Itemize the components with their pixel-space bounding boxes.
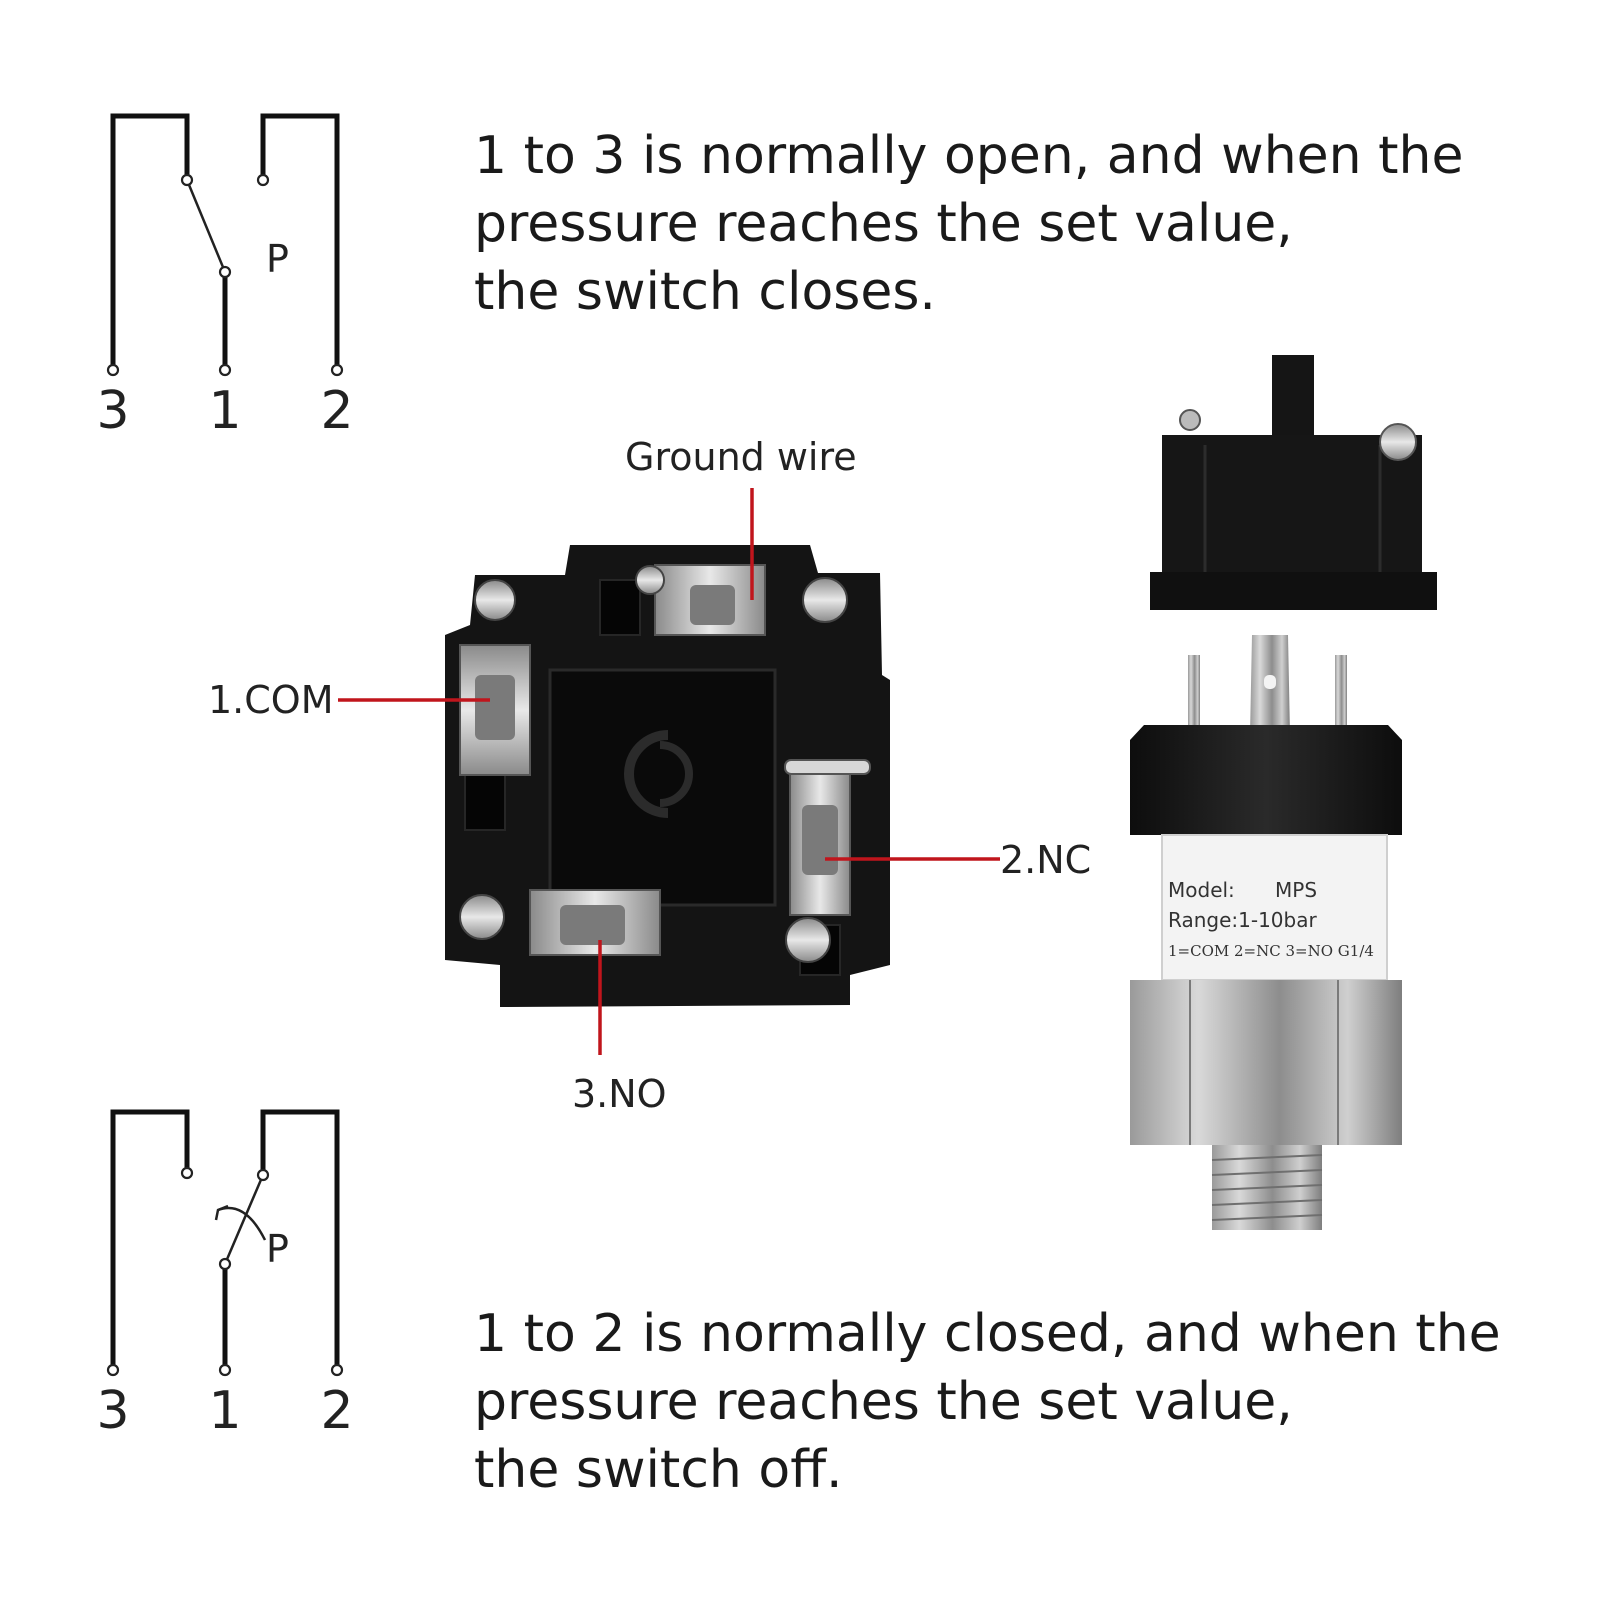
connector-plug-photo bbox=[1150, 355, 1437, 610]
callout-nc: 2.NC bbox=[1000, 838, 1092, 882]
plug-screw bbox=[1379, 423, 1417, 461]
pin-label-1: 1 bbox=[208, 1381, 241, 1440]
pressure-label: P bbox=[266, 237, 289, 281]
sensor-label-band bbox=[1161, 834, 1388, 981]
wire-pin3 bbox=[110, 1109, 190, 1366]
callout-com: 1.COM bbox=[208, 678, 334, 722]
description-line: the switch closes. bbox=[474, 262, 936, 322]
com-terminal bbox=[459, 579, 531, 776]
terminal-node bbox=[218, 363, 232, 377]
housing-slot bbox=[599, 579, 641, 636]
sensor-cap bbox=[1130, 725, 1402, 835]
contact-node bbox=[218, 265, 232, 279]
switch-contact-closed bbox=[223, 1174, 265, 1265]
pin-label-2: 2 bbox=[320, 1381, 353, 1440]
description-line: 1 to 2 is normally closed, and when the bbox=[474, 1304, 1501, 1364]
center-socket bbox=[624, 730, 669, 818]
callout-no: 3.NO bbox=[572, 1072, 667, 1116]
sensor-hex-body bbox=[1130, 980, 1402, 1145]
terminal-node bbox=[106, 1363, 120, 1377]
description-line: pressure reaches the set value, bbox=[474, 194, 1293, 254]
pin-label-3: 3 bbox=[96, 1381, 129, 1440]
terminal-node bbox=[330, 1363, 344, 1377]
plug-screw-post bbox=[1272, 355, 1314, 435]
actuation-arrow bbox=[214, 1204, 229, 1221]
pin-label-1: 1 bbox=[208, 381, 241, 440]
ground-terminal bbox=[635, 564, 848, 636]
terminal-block-photo bbox=[440, 545, 920, 1025]
label-model-key: Model: bbox=[1168, 878, 1235, 902]
pin-label-2: 2 bbox=[320, 381, 353, 440]
description-line: the switch off. bbox=[474, 1440, 843, 1500]
contact-node bbox=[256, 173, 270, 187]
pressure-label: P bbox=[266, 1227, 289, 1271]
label-range: Range:1-10bar bbox=[1168, 908, 1317, 932]
spade-pin bbox=[1188, 655, 1200, 740]
contact-node bbox=[180, 1166, 194, 1180]
label-pinout: 1=COM 2=NC 3=NO G1/4 bbox=[1168, 942, 1374, 960]
wire-pin3 bbox=[110, 113, 190, 366]
description-normally-closed: 1 to 2 is normally closed, and when the … bbox=[474, 1300, 1501, 1504]
spade-pin-hole bbox=[1264, 675, 1276, 689]
housing-recess bbox=[548, 668, 777, 907]
contact-node bbox=[218, 1257, 232, 1271]
callout-ground-wire: Ground wire bbox=[625, 435, 857, 479]
description-line: 1 to 3 is normally open, and when the bbox=[474, 126, 1464, 186]
switch-contact-open bbox=[185, 179, 227, 273]
label-model-value: MPS bbox=[1275, 878, 1317, 902]
terminal-node bbox=[330, 363, 344, 377]
pressure-sensor-photo: Model: MPS Range:1-10bar 1=COM 2=NC 3=NO… bbox=[1130, 635, 1402, 1230]
terminal-node bbox=[106, 363, 120, 377]
pin-label-3: 3 bbox=[96, 381, 129, 440]
contact-node bbox=[180, 173, 194, 187]
spade-pin bbox=[1335, 655, 1347, 740]
description-line: pressure reaches the set value, bbox=[474, 1372, 1293, 1432]
housing-slot bbox=[464, 774, 506, 831]
no-terminal bbox=[459, 889, 661, 956]
terminal-node bbox=[218, 1363, 232, 1377]
contact-node bbox=[256, 1168, 270, 1182]
wire-pin2 bbox=[260, 113, 340, 366]
center-socket bbox=[659, 741, 693, 807]
description-normally-open: 1 to 3 is normally open, and when the pr… bbox=[474, 122, 1463, 326]
nc-terminal bbox=[784, 759, 871, 963]
plug-base bbox=[1150, 572, 1437, 610]
schematic-normally-closed: P 3 1 2 bbox=[96, 1109, 354, 1440]
plug-screw bbox=[1179, 409, 1201, 431]
wire-pin2 bbox=[260, 1109, 340, 1366]
schematic-normally-open: P 3 1 2 bbox=[96, 113, 354, 440]
thread-ridges bbox=[1211, 1154, 1323, 1221]
